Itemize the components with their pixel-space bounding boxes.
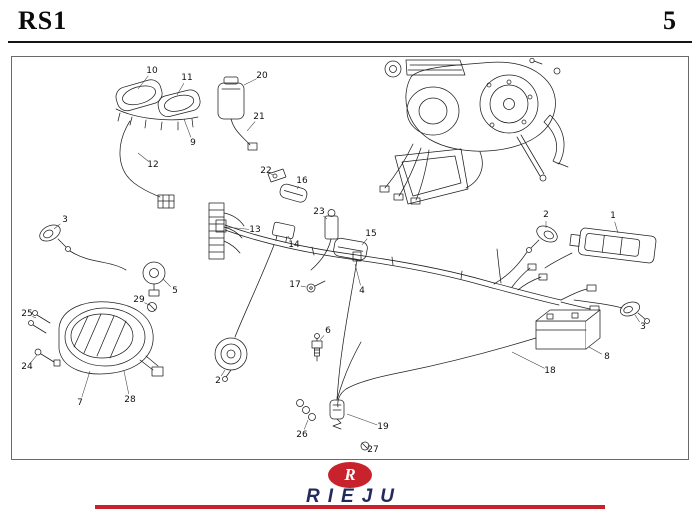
part-number-callout: 3	[62, 215, 68, 225]
relay-and-coil-group	[208, 168, 368, 293]
callout-leader	[246, 121, 256, 132]
front-turn-signal-right	[493, 225, 558, 285]
part-number-callout: 13	[249, 225, 260, 235]
part-number-callout: 15	[365, 229, 376, 239]
callout-leader	[300, 285, 307, 288]
headlight-assembly	[28, 301, 164, 377]
brake-switch	[296, 341, 370, 451]
part-number-callout: 10	[146, 66, 158, 76]
callout-leader	[123, 370, 130, 395]
callout-leader	[53, 223, 61, 230]
callout-leader	[634, 314, 640, 323]
callout-leader	[303, 419, 309, 430]
engine-assembly	[379, 57, 569, 205]
part-number-callout: 6	[325, 326, 331, 336]
exploded-parts-diagram: 1011202191222161314231532152917425247286…	[21, 57, 657, 455]
callout-leader	[225, 226, 250, 230]
callout-leader	[346, 413, 378, 426]
part-number-callout: 19	[377, 422, 389, 432]
callout-leader	[32, 316, 37, 319]
callout-leader	[220, 369, 226, 377]
callout-leader	[183, 118, 192, 138]
callout-leader	[511, 351, 545, 369]
callout-leader	[271, 173, 274, 176]
callout-leader	[137, 152, 149, 162]
callout-leader	[323, 215, 328, 220]
part-number-callout: 21	[253, 112, 264, 122]
part-number-callout: 23	[313, 207, 324, 217]
callout-leader	[319, 335, 325, 341]
main-wiring-harness	[215, 219, 600, 400]
brand-footer: R RIEJU	[0, 458, 700, 514]
part-number-callout: 14	[288, 240, 300, 250]
rear-turn-signal	[573, 299, 650, 324]
part-number-callout: 17	[289, 280, 300, 290]
callout-leader	[296, 185, 300, 190]
part-number-callout: 29	[133, 295, 145, 305]
part-number-callout: 3	[640, 322, 646, 332]
callout-leader	[162, 278, 171, 287]
callout-leader	[588, 346, 602, 355]
callout-leader	[144, 302, 150, 306]
spark-plug	[311, 333, 323, 362]
part-number-callout: 9	[190, 138, 196, 148]
front-turn-signal-left	[39, 224, 127, 271]
callout-leader	[614, 221, 619, 234]
part-number-callout: 18	[544, 366, 556, 376]
part-number-callout: 8	[604, 352, 610, 362]
part-number-callout: 11	[181, 73, 192, 83]
part-number-callout: 22	[260, 166, 271, 176]
regulator-unit	[217, 76, 258, 151]
part-number-callout: 16	[296, 176, 308, 186]
logo-initial: R	[344, 465, 356, 484]
part-number-callout: 24	[21, 362, 33, 372]
part-number-callout: 25	[21, 309, 32, 319]
page-number: 5	[663, 6, 676, 35]
part-number-callout: 7	[77, 398, 83, 408]
callout-leader	[361, 238, 368, 246]
part-number-callout: 20	[256, 71, 268, 81]
callout-leader	[354, 263, 361, 286]
part-number-callout: 5	[172, 286, 178, 296]
brand-name: RIEJU	[306, 486, 402, 507]
part-number-callout: 12	[147, 160, 158, 170]
header-divider	[8, 41, 692, 43]
footer-red-bar	[95, 505, 605, 509]
horn	[214, 337, 248, 382]
battery	[337, 309, 601, 408]
part-number-callout: 1	[610, 211, 616, 221]
callout-leader	[287, 235, 291, 241]
flasher-unit	[142, 261, 166, 312]
part-number-callout: 28	[124, 395, 136, 405]
part-number-callout: 26	[296, 430, 308, 440]
part-number-callout: 2	[215, 376, 221, 386]
callout-leader	[30, 354, 38, 363]
part-number-callout: 27	[367, 445, 378, 455]
model-code: RS1	[18, 6, 68, 35]
taillight	[544, 227, 657, 269]
instrument-cluster	[115, 79, 201, 209]
part-number-callout: 4	[359, 286, 365, 296]
callout-leader	[176, 83, 185, 96]
callout-leader	[81, 370, 91, 398]
callout-leader	[137, 75, 149, 90]
rieju-logo-emblem: R	[328, 462, 372, 488]
callout-leader	[243, 78, 257, 86]
part-number-callout: 2	[543, 210, 549, 220]
